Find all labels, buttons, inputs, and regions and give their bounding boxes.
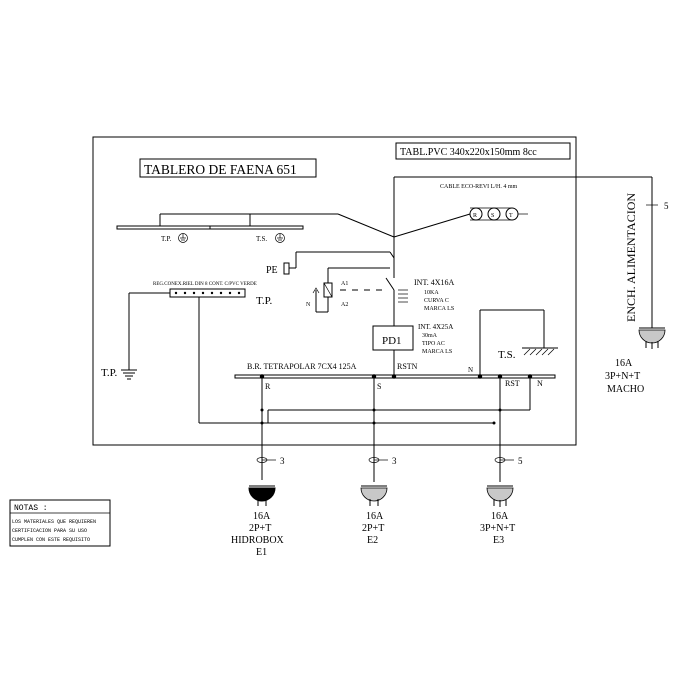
busbar-rstn: RSTN — [397, 362, 418, 371]
outlet-1-count: 3 — [280, 456, 285, 466]
breaker-spec-3: CURVA C — [424, 298, 449, 304]
inlet-line3: MACHO — [607, 384, 644, 395]
inlet-line2: 3P+N+T — [605, 371, 640, 382]
inlet-plug-icon — [638, 327, 666, 349]
conductor-r: R — [473, 213, 477, 219]
terminal-point — [228, 291, 232, 295]
busbar-n-out: N — [537, 379, 543, 388]
terminal-point — [219, 291, 223, 295]
busbar-r: R — [265, 382, 271, 391]
tp-ground-label: T.P. — [101, 367, 118, 379]
inlet-conductor-count: 5 — [664, 201, 669, 211]
pe-label: PE — [266, 265, 278, 276]
ground-bar-ts — [209, 225, 304, 230]
terminal-block — [169, 288, 246, 298]
notes-line3: CUMPLEN CON ESTE REQUISITO — [12, 537, 90, 543]
outlet-3-line1: 16A — [491, 511, 509, 522]
breaker-spec-1: INT. 4X16A — [414, 278, 455, 287]
pd1-spec-2: 30mA — [422, 333, 438, 339]
conductor-s: S — [491, 213, 494, 219]
notes-line2: CERTIFICACION PARA SU USO — [12, 528, 87, 534]
outlet-3-line3: E3 — [493, 535, 504, 546]
breaker-spec-4: MARCA LS — [424, 306, 454, 312]
outlet-e1-icon — [248, 485, 276, 506]
terminal-point — [201, 291, 205, 295]
board-title: TABLERO DE FAENA 651 — [144, 162, 297, 177]
cable-label: CABLE ECO-REVI L/H. 4 mm — [440, 184, 517, 190]
board-frame — [92, 136, 577, 446]
ts-ground-label: T.S. — [498, 349, 516, 361]
busbar-label: B.R. TETRAPOLAR 7CX4 125A — [247, 362, 357, 371]
outlet-1-line2: 2P+T — [249, 523, 271, 534]
pd1-label: PD1 — [382, 335, 402, 347]
earth-symbol-icon — [178, 233, 188, 243]
coil-a1-label: A1 — [341, 281, 348, 287]
pd1-spec-4: MARCA LS — [422, 349, 452, 355]
conductor-t: T — [509, 213, 513, 219]
cable-conductors: R S T — [469, 207, 528, 221]
notes-box — [9, 499, 111, 547]
outlet-2-count: 3 — [392, 456, 397, 466]
breaker-spec-2: 10KA — [424, 290, 439, 296]
busbar-n-in: N — [468, 366, 473, 374]
terminal-point — [183, 291, 187, 295]
ground-bar-tp-label: T.P. — [161, 235, 172, 243]
enclosure-label: TABL.PVC 340x220x150mm 8cc — [400, 147, 537, 158]
inlet-line1: 16A — [615, 358, 633, 369]
ground-symbol-icon — [121, 369, 137, 380]
title-box — [139, 158, 317, 178]
outlet-1-line3: HIDROBOX — [231, 535, 285, 546]
bornes-label: REG.CONEX.RIEL DIN 8 CONT. C/PVC VERDE — [153, 282, 257, 287]
inlet-title: ENCH. ALIMENTACION — [624, 193, 638, 322]
outlet-3-count: 5 — [518, 456, 523, 466]
outlet-1-line4: E1 — [256, 547, 267, 558]
outlet-2-line3: E2 — [367, 535, 378, 546]
notes-title: NOTAS : — [14, 504, 48, 513]
busbar-rst: RST — [505, 379, 520, 388]
outlet-e2-icon — [360, 485, 388, 506]
pd1-spec-1: INT. 4X25A — [418, 323, 453, 331]
terminal-point — [192, 291, 196, 295]
ground-bar-tp — [116, 225, 211, 230]
bornes-tp-label: T.P. — [256, 295, 273, 307]
terminal-point — [210, 291, 214, 295]
terminal-point — [237, 291, 241, 295]
outlet-e3-icon — [486, 485, 514, 507]
notes-line1: LOS MATERIALES QUE REQUIEREN — [12, 519, 96, 525]
outlet-1-line1: 16A — [253, 511, 271, 522]
outlet-2-line2: 2P+T — [362, 523, 384, 534]
ground-bar-ts-label: T.S. — [256, 235, 267, 243]
ts-ground-hatch-icon — [522, 347, 558, 356]
enclosure-box — [395, 142, 571, 160]
coil-a2-label: A2 — [341, 302, 348, 308]
terminal-point — [174, 291, 178, 295]
pe-terminal-icon — [283, 262, 296, 275]
coil-n-label: N — [306, 302, 311, 308]
outlet-3-line2: 3P+N+T — [480, 523, 515, 534]
terminal-points — [174, 291, 241, 295]
breaker-contact-icon — [398, 289, 408, 303]
pd1-spec-3: TIPO AC — [422, 341, 445, 347]
earth-symbol-icon — [275, 233, 285, 243]
busbar-s: S — [377, 382, 381, 391]
outlet-2-line1: 16A — [366, 511, 384, 522]
pd1-box — [372, 325, 414, 351]
